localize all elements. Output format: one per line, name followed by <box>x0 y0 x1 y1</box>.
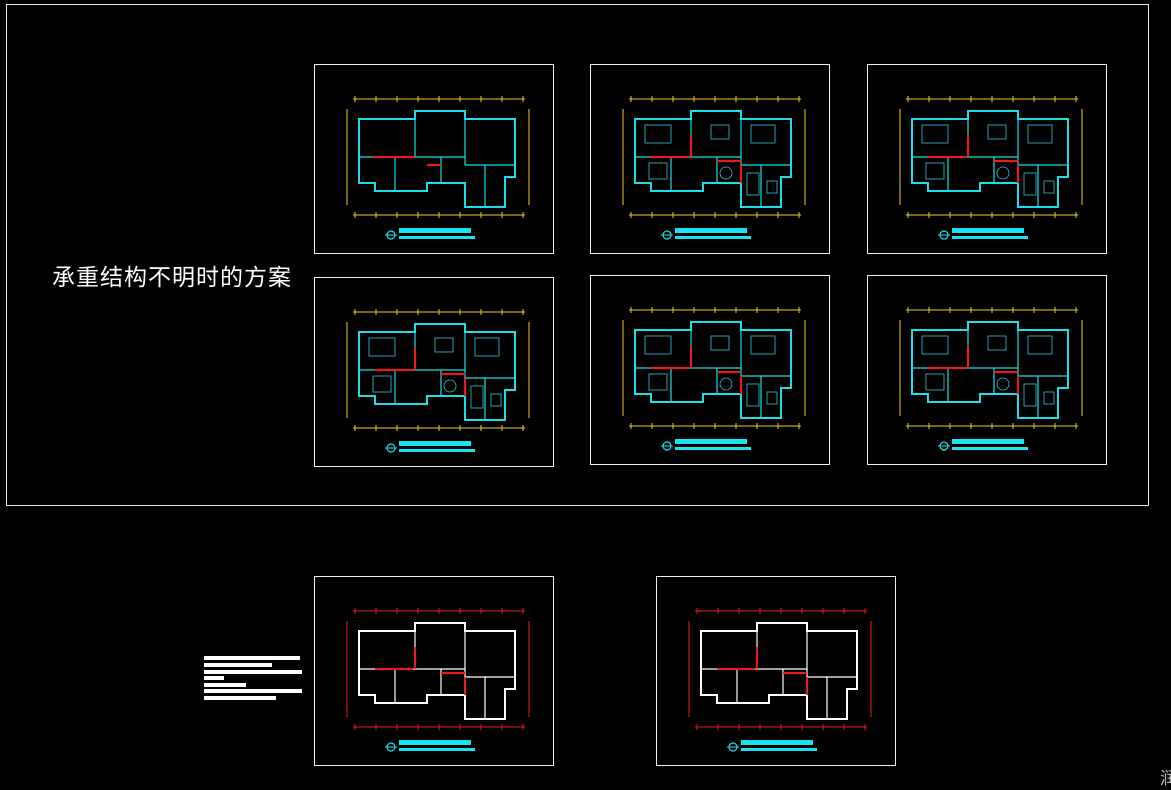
furniture-block <box>750 124 776 144</box>
furniture-block <box>474 337 500 357</box>
note-line <box>204 696 276 700</box>
dining-table <box>719 166 733 180</box>
sheet-plan-option-b[interactable] <box>867 64 1107 254</box>
furniture-block <box>1043 180 1055 194</box>
title-bar <box>399 740 471 745</box>
furniture-block <box>1027 335 1053 355</box>
note-line <box>204 670 302 674</box>
furniture-block <box>987 335 1007 351</box>
title-bar-sub <box>952 236 1028 239</box>
title-bar <box>399 441 471 446</box>
title-bar <box>399 228 471 233</box>
notes-block <box>204 656 304 702</box>
furniture-block <box>925 162 945 180</box>
floor-plan-drawing <box>622 96 806 240</box>
floor-plan-drawing <box>899 96 1083 240</box>
furniture-block <box>368 337 396 357</box>
sheet-plan-structure-2[interactable] <box>656 576 896 766</box>
dining-table <box>443 379 457 393</box>
sheet-plan-option-d[interactable] <box>590 275 830 465</box>
furniture-block <box>987 124 1007 140</box>
dining-table <box>719 377 733 391</box>
title-bar <box>741 740 813 745</box>
title-bar-sub <box>399 748 475 751</box>
note-line <box>204 683 246 687</box>
furniture-block <box>746 383 760 407</box>
dining-table <box>996 377 1010 391</box>
furniture-block <box>648 373 668 391</box>
furniture-block <box>921 335 949 355</box>
furniture-block <box>1027 124 1053 144</box>
title-bar <box>675 439 747 444</box>
title-bar <box>952 228 1024 233</box>
furniture-block <box>746 172 760 196</box>
furniture-block <box>644 335 672 355</box>
floor-plan-drawing <box>346 608 530 752</box>
layout-group-frame <box>6 4 1149 506</box>
outer-wall <box>700 622 858 720</box>
title-bar-sub <box>675 236 751 239</box>
furniture-block <box>710 335 730 351</box>
sheet-plan-structure-1[interactable] <box>314 576 554 766</box>
title-bar-sub <box>675 447 751 450</box>
furniture-block <box>470 385 484 409</box>
title-bar <box>675 228 747 233</box>
scheme-caption: 承重结构不明时的方案 <box>52 265 292 291</box>
furniture-block <box>766 391 778 405</box>
title-bar-sub <box>399 236 475 239</box>
furniture-block <box>766 180 778 194</box>
furniture-block <box>372 375 392 393</box>
furniture-block <box>644 124 672 144</box>
title-bar-sub <box>952 447 1028 450</box>
floor-plan-drawing <box>899 307 1083 451</box>
dining-table <box>996 166 1010 180</box>
furniture-block <box>1023 383 1037 407</box>
furniture-block <box>710 124 730 140</box>
floor-plan-drawing <box>346 96 530 240</box>
sheet-plan-original[interactable] <box>314 64 554 254</box>
note-line <box>204 656 300 660</box>
note-line <box>204 663 272 667</box>
note-line <box>204 676 224 680</box>
furniture-block <box>648 162 668 180</box>
furniture-block <box>925 373 945 391</box>
furniture-block <box>1043 391 1055 405</box>
furniture-block <box>490 393 502 407</box>
sheet-plan-option-a[interactable] <box>590 64 830 254</box>
title-bar-sub <box>741 748 817 751</box>
corner-glyph: 润 <box>1160 769 1171 789</box>
outer-wall <box>358 323 516 421</box>
floor-plan-drawing <box>688 608 872 752</box>
furniture-block <box>1023 172 1037 196</box>
outer-wall <box>911 110 1069 208</box>
title-bar <box>952 439 1024 444</box>
title-bar-sub <box>399 449 475 452</box>
outer-wall <box>911 321 1069 419</box>
sheet-plan-option-e[interactable] <box>867 275 1107 465</box>
sheet-plan-option-c[interactable] <box>314 277 554 467</box>
furniture-block <box>750 335 776 355</box>
note-line <box>204 689 302 693</box>
outer-wall <box>358 110 516 208</box>
outer-wall <box>634 110 792 208</box>
outer-wall <box>358 622 516 720</box>
outer-wall <box>634 321 792 419</box>
floor-plan-drawing <box>346 309 530 453</box>
furniture-block <box>434 337 454 353</box>
floor-plan-drawing <box>622 307 806 451</box>
furniture-block <box>921 124 949 144</box>
